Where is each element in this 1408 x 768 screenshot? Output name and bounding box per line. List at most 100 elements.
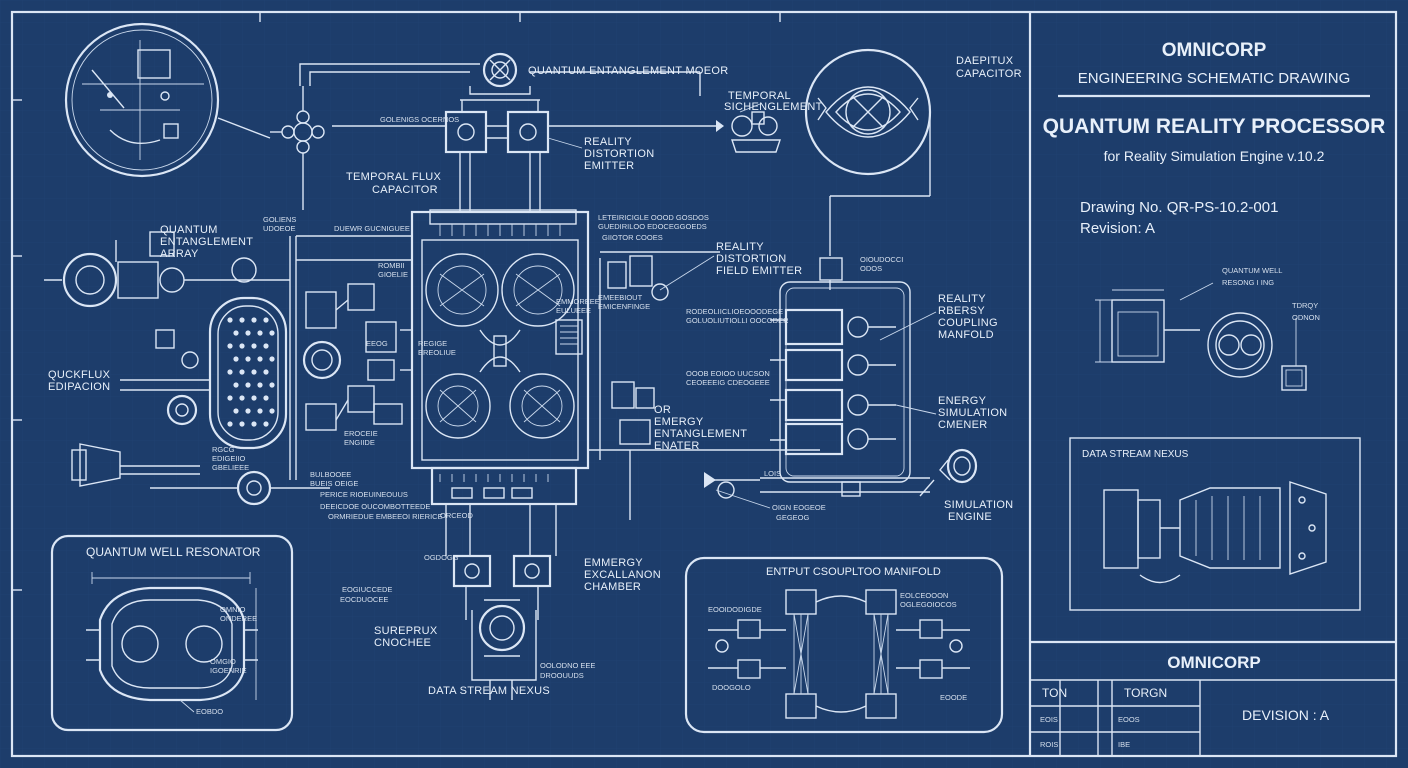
svg-text:EEOG: EEOG	[366, 339, 388, 348]
simulation-engine-icon	[919, 448, 978, 497]
label-reality-mid-2: DISTORTION	[716, 253, 786, 265]
detail-label-4: ODNON	[1292, 313, 1320, 322]
array-node-dot	[239, 369, 245, 375]
array-node-dot	[251, 343, 257, 349]
array-node-dot	[269, 382, 275, 388]
quantum-well-detail: QUANTUM WELL RESONG I ING TDRQY ODNON	[1095, 266, 1320, 391]
array-node-dot	[239, 343, 245, 349]
svg-text:EDIGEIIO: EDIGEIIO	[212, 454, 246, 463]
svg-text:EMMOREEE: EMMOREEE	[556, 297, 600, 306]
label-or-energy-2: EMERGY	[654, 416, 704, 428]
array-node-dot	[245, 382, 251, 388]
array-node-dot	[263, 369, 269, 375]
array-node-dot	[263, 421, 269, 427]
title-table: OMNICORP TON TORGN EOIS EOOS ROIS IBE DE…	[1030, 640, 1396, 756]
svg-text:LOIS: LOIS	[764, 469, 781, 478]
svg-text:OIOUDOCCI: OIOUDOCCI	[860, 255, 903, 264]
svg-text:GBELIEEE: GBELIEEE	[212, 463, 249, 472]
array-node-dot	[227, 343, 233, 349]
revision: Revision: A	[1080, 220, 1155, 237]
array-node-dot	[239, 395, 245, 401]
footer-company: OMNICORP	[1167, 653, 1261, 672]
svg-text:OOLODNO EEE: OOLODNO EEE	[540, 661, 595, 670]
svg-text:OMGIO: OMGIO	[210, 657, 236, 666]
svg-text:ODOS: ODOS	[860, 264, 882, 273]
label-quickflux-2: EDIPACION	[48, 381, 110, 393]
nexus-title: DATA STREAM NEXUS	[1082, 449, 1189, 460]
array-node-dot	[251, 317, 257, 323]
array-node-dot	[251, 395, 257, 401]
label-emergy-2: EXCALLANON	[584, 569, 661, 581]
svg-text:EROCEIE: EROCEIE	[344, 429, 378, 438]
svg-text:PERICE RIOEUINEOUUS: PERICE RIOEUINEOUUS	[320, 490, 408, 499]
svg-text:OIGN EOGEOE: OIGN EOGEOE	[772, 503, 826, 512]
svg-text:DUEWR GUCNIGUEE: DUEWR GUCNIGUEE	[334, 224, 410, 233]
svg-text:DEEICDOE OUCOMBOTTEEDE: DEEICDOE OUCOMBOTTEEDE	[320, 502, 430, 511]
output-coupling-panel: ENTPUT CSOUPLTOO MANIFOLD EOOIDODIGDE EO…	[684, 556, 1004, 734]
label-rrcm-1: REALITY	[938, 293, 986, 305]
svg-text:ROMBII: ROMBII	[378, 261, 405, 270]
array-node-dot	[233, 408, 239, 414]
title-product: QUANTUM REALITY PROCESSOR	[1043, 115, 1386, 138]
label-or-energy-3: ENTANGLEMENT	[654, 428, 747, 440]
svg-text:EOLCEOOON: EOLCEOOON	[900, 591, 948, 600]
cell-r1b: EOOS	[1118, 715, 1140, 724]
label-daepitux-1: DAEPITUX	[956, 55, 1014, 67]
cell-torgn: TORGN	[1124, 686, 1167, 700]
array-node-dot	[239, 421, 245, 427]
array-node-dot	[257, 382, 263, 388]
svg-text:EREOLIUE: EREOLIUE	[418, 348, 456, 357]
label-entput-title: ENTPUT CSOUPLTOO MANIFOLD	[766, 566, 941, 578]
magnified-detail-right: DAEPITUX CAPACITOR	[804, 48, 1022, 256]
svg-text:GIOELIE: GIOELIE	[378, 270, 408, 279]
label-qwr-title: QUANTUM WELL RESONATOR	[86, 545, 261, 559]
svg-text:UDOEOE: UDOEOE	[263, 224, 296, 233]
array-node-dot	[233, 330, 239, 336]
label-reality-mid-1: REALITY	[716, 241, 764, 253]
label-or-energy-1: OR	[654, 404, 671, 416]
svg-text:EULUEEE: EULUEEE	[556, 306, 591, 315]
label-rrcm-2: RBERSY	[938, 305, 985, 317]
label-reality-top-2: DISTORTION	[584, 148, 654, 160]
label-top-small: GOLENIGS OCERNOS	[380, 115, 459, 124]
array-node-dot	[257, 408, 263, 414]
svg-text:OMNIO: OMNIO	[220, 605, 246, 614]
svg-text:ONDEREE: ONDEREE	[220, 614, 257, 623]
label-energy-sim-3: CMENER	[938, 419, 987, 431]
label-reality-top-3: EMITTER	[584, 160, 634, 172]
label-rrcm-4: MANFOLD	[938, 329, 994, 341]
coupling-manifold: OIOUDOCCI ODOS LOIS OIGN EOGEOE GEGEOG R…	[704, 255, 1013, 523]
cell-r1a: EOIS	[1040, 715, 1058, 724]
svg-text:OGLEGOIOCOS: OGLEGOIOCOS	[900, 600, 957, 609]
svg-text:DROOUUDS: DROOUUDS	[540, 671, 584, 680]
label-daepitux-2: CAPACITOR	[956, 68, 1022, 80]
title-drawing-type: ENGINEERING SCHEMATIC DRAWING	[1078, 70, 1351, 87]
label-temporal-1: TEMPORAL	[728, 90, 791, 102]
label-sim-engine-1: SIMULATION	[944, 499, 1013, 511]
array-node-dot	[227, 421, 233, 427]
svg-text:LETEIRICIGLE OOOD GOSDOS: LETEIRICIGLE OOOD GOSDOS	[598, 213, 709, 222]
magnified-detail-left	[64, 22, 271, 178]
label-qea-1: QUANTUM	[160, 224, 218, 236]
label-energy-sim-1: ENERGY	[938, 395, 987, 407]
division: DEVISION : A	[1242, 707, 1330, 723]
svg-text:ORCEOD: ORCEOD	[440, 511, 474, 520]
svg-text:RODEOLIICLIOEOOODEGE: RODEOLIICLIOEOOODEGE	[686, 307, 783, 316]
label-temporal-2: SICHENGLEMENT	[724, 101, 823, 113]
svg-text:EOODE: EOODE	[940, 693, 967, 702]
svg-text:ORMRIEDUE EMBEEOI RIERICE: ORMRIEDUE EMBEEOI RIERICE	[328, 512, 443, 521]
cell-ton: TON	[1042, 686, 1067, 700]
array-node-dot	[263, 343, 269, 349]
svg-text:EOBDO: EOBDO	[196, 707, 223, 716]
drawing-number: Drawing No. QR-PS-10.2-001	[1080, 199, 1278, 216]
array-node-dot	[245, 330, 251, 336]
label-temporal-flux-1: TEMPORAL FLUX	[346, 171, 442, 183]
svg-text:OOOB EOIOO UUCSON: OOOB EOIOO UUCSON	[686, 369, 770, 378]
array-node-dot	[233, 356, 239, 362]
label-rrcm-3: COUPLING	[938, 317, 998, 329]
qwr-panel: QUANTUM WELL RESONATOR OMNIO ONDEREE OMG…	[50, 534, 294, 732]
svg-text:OGDOGG: OGDOGG	[424, 553, 459, 562]
svg-text:BULBOOEE: BULBOOEE	[310, 470, 351, 479]
label-emergy-3: CHAMBER	[584, 581, 641, 593]
